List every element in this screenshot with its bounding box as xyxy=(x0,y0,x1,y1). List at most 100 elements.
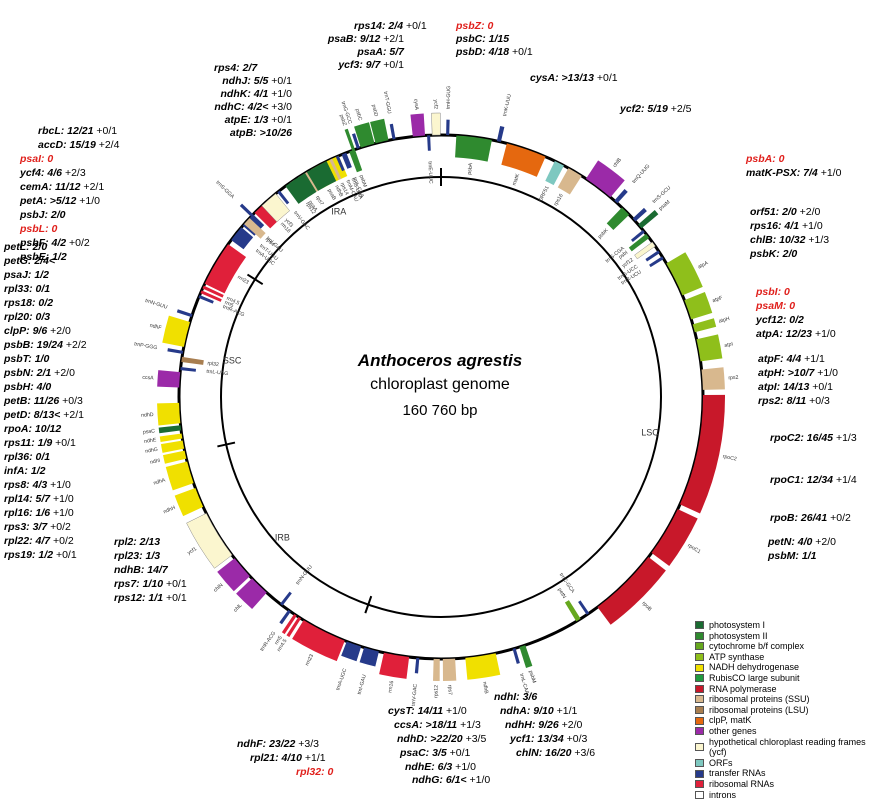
gene-annotation-value: psbJ: 2/0 xyxy=(20,209,66,221)
gene-annotation-value: rps19: 1/2 xyxy=(4,549,53,561)
gene-annotation-extra: +0/1 xyxy=(93,125,117,137)
gene-annotation-label: ccsA: >18/11 +1/3 xyxy=(394,719,481,731)
legend-item: ATP synthase xyxy=(695,652,870,663)
gene-annotation-value: ycf4: 4/6 xyxy=(20,167,62,179)
legend-label: NADH dehydrogenase xyxy=(709,662,799,673)
gene-name-label: ORF51 xyxy=(538,185,551,203)
genome-subtitle: chloroplast genome xyxy=(310,372,570,398)
gene-block xyxy=(565,600,581,621)
legend-label: ATP synthase xyxy=(709,652,764,663)
legend-item: NADH dehydrogenase xyxy=(695,662,870,673)
gene-annotation-label: psaB: 9/12 +2/1 xyxy=(328,33,404,45)
gene-annotation-label: rps4: 2/7 xyxy=(214,62,257,74)
gene-annotation-label: rps14: 2/4 +0/1 xyxy=(354,20,427,32)
legend-swatch xyxy=(695,743,704,751)
gene-annotation-label: psbH: 4/0 xyxy=(4,381,51,393)
gene-annotation-extra: +0/1 xyxy=(268,75,292,87)
gene-name-label: cysA xyxy=(412,99,419,111)
legend-label: ribosomal proteins (SSU) xyxy=(709,694,810,705)
gene-annotation-value: rpoC1: 12/34 xyxy=(770,474,833,486)
gene-block xyxy=(578,600,589,614)
gene-block xyxy=(175,488,203,516)
gene-annotation-extra: +3/0 xyxy=(268,101,292,113)
gene-annotation-label: ndhK: 4/1 +1/0 xyxy=(221,88,293,100)
gene-name-label: psbA xyxy=(467,162,475,175)
gene-annotation-value: rps2: 8/11 xyxy=(758,395,806,407)
gene-name-label: trnK-UUU xyxy=(502,93,513,116)
gene-annotation-label: petN: 4/0 +2/0 xyxy=(768,536,836,548)
gene-annotation-label: psbJ: 2/0 xyxy=(20,209,66,221)
legend-item: RubisCO large subunit xyxy=(695,673,870,684)
region-label: IRA xyxy=(331,206,346,216)
gene-name-label: trnS-GGA xyxy=(215,180,236,200)
region-label: LSC xyxy=(641,428,659,438)
gene-name-label: psbM xyxy=(527,670,537,684)
gene-name-label: rpoC2 xyxy=(722,454,737,463)
gene-annotation-label: rps2: 8/11 +0/3 xyxy=(758,395,830,407)
gene-annotation-label: ndhE: 6/3 +1/0 xyxy=(405,761,476,773)
gene-name-label: trnI-GAU xyxy=(357,674,368,696)
gene-block xyxy=(443,659,456,681)
legend-item: ribosomal proteins (LSU) xyxy=(695,705,870,716)
gene-annotation-extra: +0/1 xyxy=(268,114,292,126)
legend-item: photosystem II xyxy=(695,631,870,642)
gene-annotation-value: psaB: 9/12 xyxy=(328,33,381,45)
gene-name-label: rrn23 xyxy=(236,274,250,285)
legend-swatch xyxy=(695,674,704,682)
gene-annotation-label: psbN: 2/1 +2/0 xyxy=(4,367,75,379)
legend-swatch xyxy=(695,791,704,799)
legend-label: transfer RNAs xyxy=(709,768,766,779)
gene-block xyxy=(697,334,723,361)
gene-name-label: rps12 xyxy=(433,685,439,698)
gene-annotation-value: psbL: 0 xyxy=(20,223,57,235)
gene-annotation-label: matK-PSX: 7/4 +1/0 xyxy=(746,167,841,179)
legend-swatch xyxy=(695,706,704,714)
legend-label: ribosomal proteins (LSU) xyxy=(709,705,809,716)
gene-block xyxy=(159,425,181,433)
gene-annotation-extra: +0/2 xyxy=(66,237,90,249)
gene-name-label: chlN xyxy=(213,582,225,593)
genome-length: 160 760 bp xyxy=(310,398,570,424)
gene-annotation-extra: +1/0 xyxy=(799,220,823,232)
gene-annotation-label: rpl2: 2/13 xyxy=(114,536,160,548)
gene-annotation-label: rpl14: 5/7 +1/0 xyxy=(4,493,74,505)
gene-annotation-value: petD: 8/13< xyxy=(4,409,60,421)
gene-annotation-value: psbA: 0 xyxy=(746,153,785,165)
gene-block xyxy=(410,114,425,137)
gene-annotation-value: chlN: 16/20 xyxy=(516,747,571,759)
gene-annotation-value: ycf2: 5/19 xyxy=(620,103,668,115)
gene-annotation-extra: +2/2 xyxy=(63,339,87,351)
gene-annotation-extra: +0/1 xyxy=(163,592,187,604)
gene-annotation-extra: +1/1 xyxy=(554,705,578,717)
gene-annotation-value: psbB: 19/24 xyxy=(4,339,63,351)
gene-name-label: rpoC1 xyxy=(686,543,701,555)
gene-name-label: trnQ-UUG xyxy=(631,163,651,184)
gene-annotation-label: psbC: 1/15 xyxy=(456,33,509,45)
gene-annotation-label: psaA: 5/7 xyxy=(357,46,404,58)
gene-annotation-value: rpl20: 0/3 xyxy=(4,311,50,323)
gene-annotation-extra: +0/1 xyxy=(163,578,187,590)
gene-annotation-value: matK-PSX: 7/4 xyxy=(746,167,818,179)
legend-item: photosystem I xyxy=(695,620,870,631)
gene-name-label: rrn23 xyxy=(304,653,315,667)
legend-item: hypothetical chloroplast reading frames … xyxy=(695,737,870,758)
gene-annotation-value: ndhB: 14/7 xyxy=(114,564,168,576)
gene-annotation-label: ycf4: 4/6 +2/3 xyxy=(20,167,86,179)
gene-annotation-label: ndhF: 23/22 +3/3 xyxy=(237,738,319,750)
gene-name-label: chlL xyxy=(233,602,244,613)
gene-annotation-value: rbcL: 12/21 xyxy=(38,125,93,137)
legend-swatch xyxy=(695,717,704,725)
gene-name-label: trnV-GAC xyxy=(411,683,419,706)
gene-annotation-extra: +0/1 xyxy=(447,747,471,759)
gene-annotation-extra: +1/1 xyxy=(302,752,326,764)
legend-item: RNA polymerase xyxy=(695,684,870,695)
gene-annotation-label: psaC: 3/5 +0/1 xyxy=(400,747,470,759)
gene-name-label: rps16 xyxy=(553,193,565,207)
gene-annotation-label: ycf1: 13/34 +0/3 xyxy=(510,733,587,745)
gene-block xyxy=(240,204,253,217)
gene-name-label: matK xyxy=(512,173,522,187)
region-label: IRB xyxy=(275,533,290,543)
gene-annotation-label: rps19: 1/2 +0/1 xyxy=(4,549,77,561)
gene-annotation-label: petL: 2/0 xyxy=(4,241,47,253)
